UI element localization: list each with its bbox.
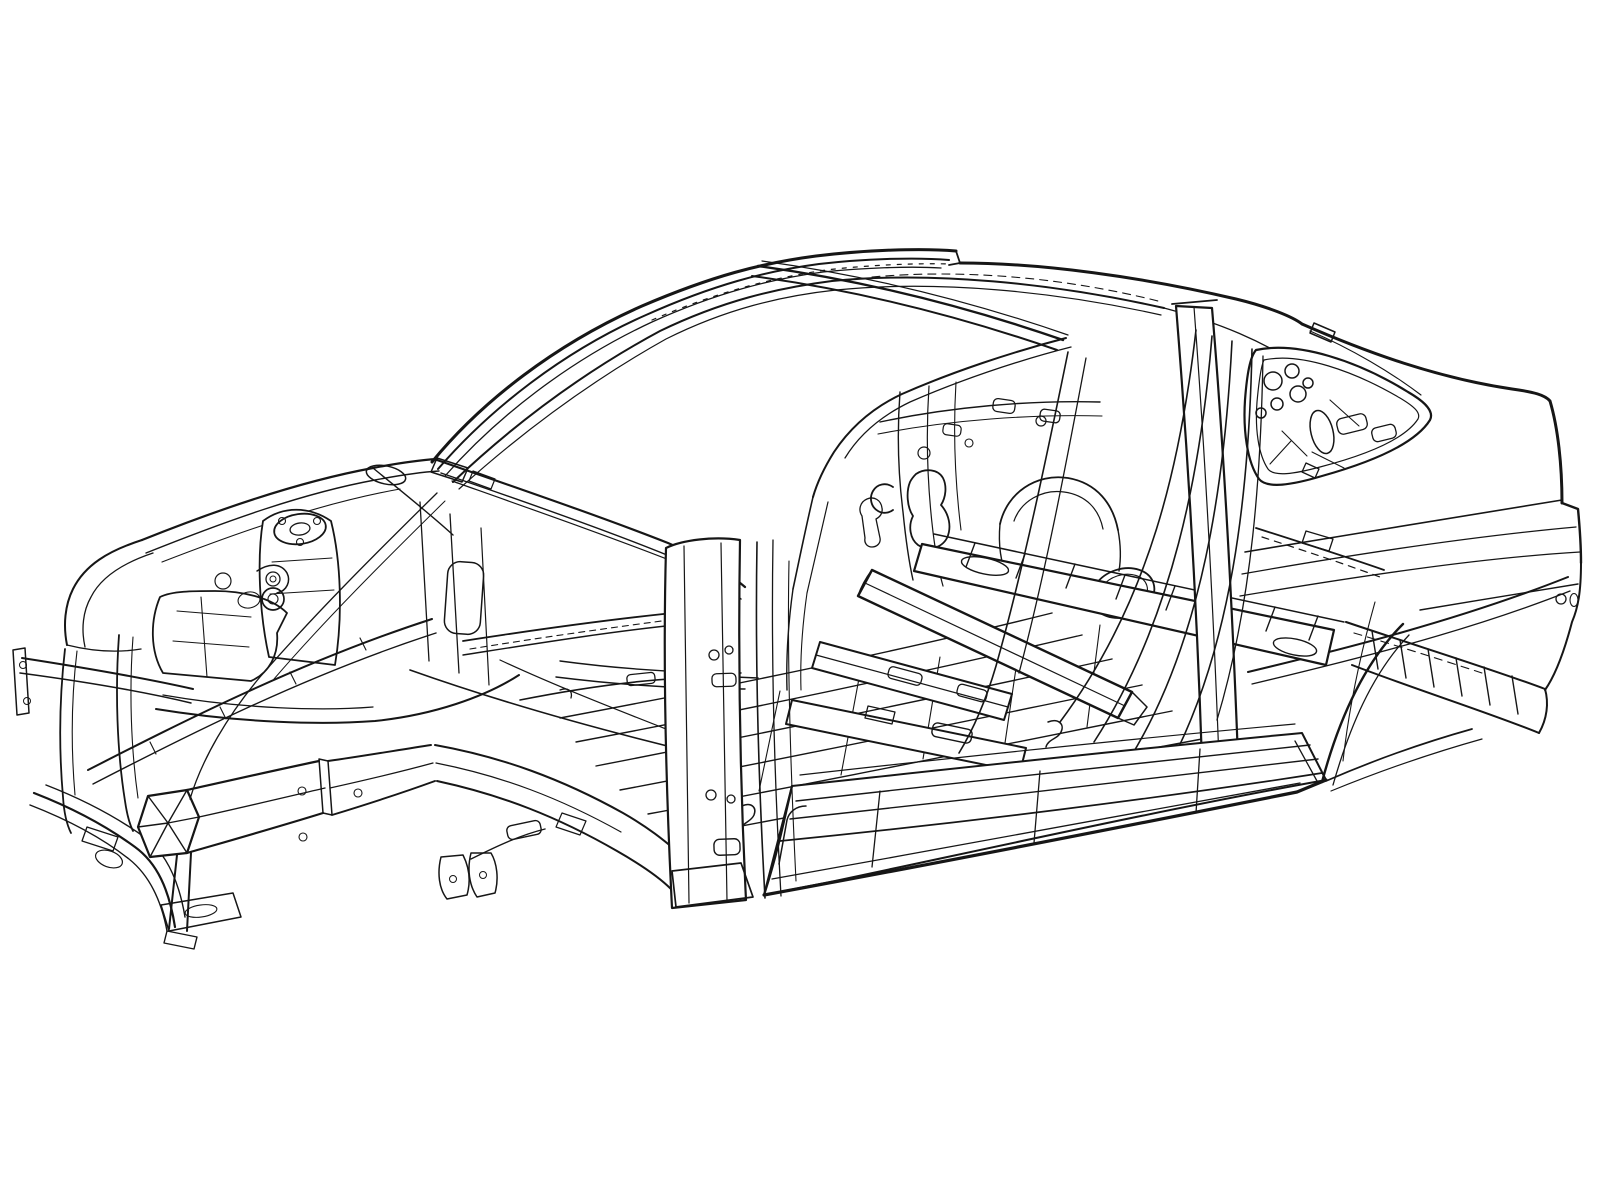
quarter-window	[1243, 346, 1433, 486]
seat-crossmembers	[559, 641, 1063, 830]
front-bumper-beam	[136, 744, 436, 932]
engine-bay	[140, 457, 746, 724]
rear-quarter-panel	[1239, 322, 1583, 691]
quarter-inner-curves	[958, 329, 1264, 773]
front-lower-rail-sweep	[434, 744, 680, 900]
front-clip-radiator-support	[12, 539, 198, 950]
diagonal-brace-beam	[856, 568, 1148, 726]
right-roof-rail	[786, 337, 1072, 691]
harness-lines	[189, 492, 446, 800]
fender-ledge	[87, 618, 437, 785]
windshield-header	[751, 260, 1069, 351]
rocker-sill	[762, 601, 1410, 897]
rear-lower-extension	[1325, 728, 1483, 792]
hinge-pillar	[663, 537, 797, 910]
rear-frame-rails-and-valance	[1255, 527, 1548, 734]
rear-inner-bulkhead	[859, 381, 1103, 587]
